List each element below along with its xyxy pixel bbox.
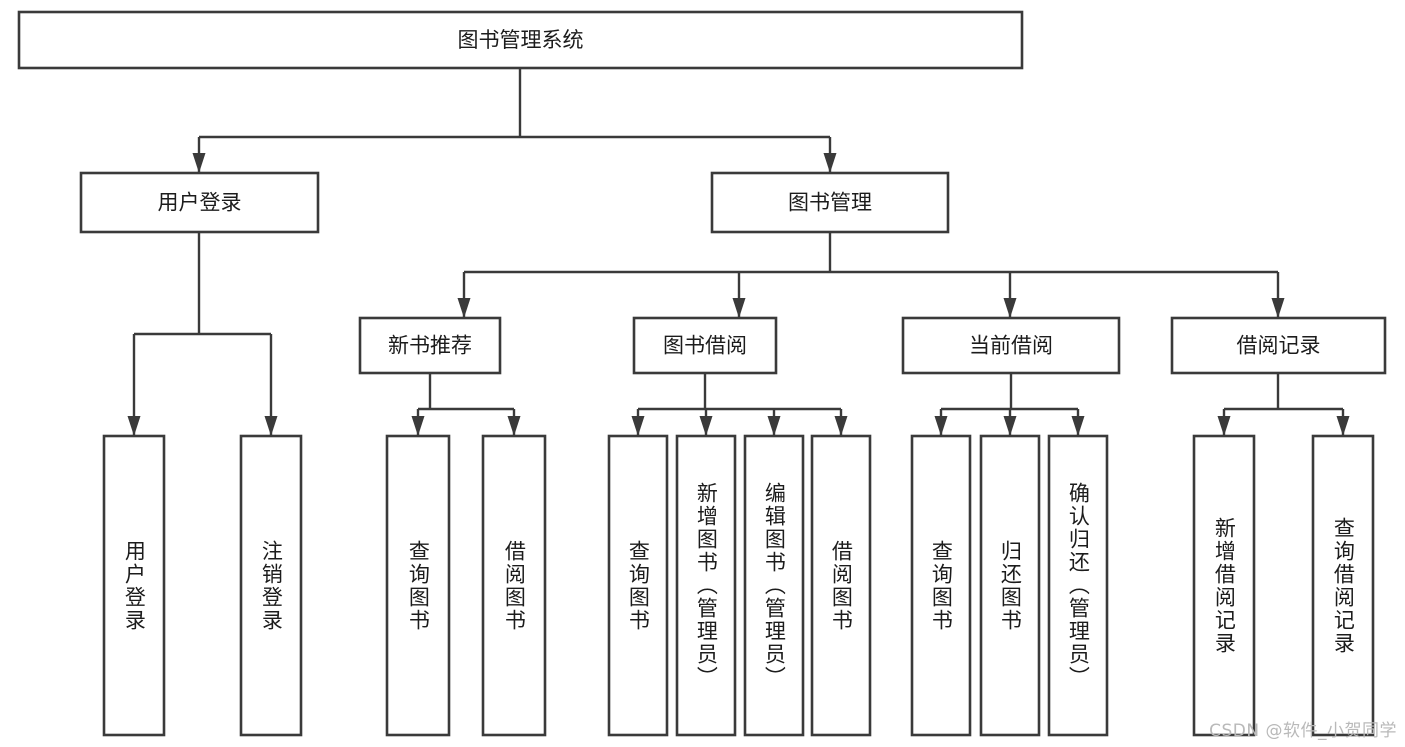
arrow-down-icon: [631, 416, 645, 436]
leaf-node-12-rect[interactable]: [1311, 434, 1375, 737]
leaf-node-2-rect[interactable]: [385, 434, 451, 737]
level3-node-2-rect[interactable]: [901, 316, 1121, 375]
arrow-down-icon: [934, 416, 948, 436]
level2-node-1[interactable]: 图书管理: [710, 171, 950, 234]
leaf-node-12[interactable]: [1311, 434, 1375, 737]
connector-group-0: [192, 68, 837, 173]
arrow-down-icon: [767, 416, 781, 436]
connector-group-2: [457, 232, 1285, 318]
level3-node-1[interactable]: 图书借阅: [632, 316, 778, 375]
connector-group-5: [934, 373, 1085, 436]
level3-node-0[interactable]: 新书推荐: [358, 316, 502, 375]
leaf-node-1-rect[interactable]: [239, 434, 303, 737]
leaf-node-7[interactable]: [810, 434, 872, 737]
leaf-node-9-rect[interactable]: [979, 434, 1041, 737]
arrow-down-icon: [834, 416, 848, 436]
leaf-node-8[interactable]: [910, 434, 972, 737]
leaf-node-0[interactable]: [102, 434, 166, 737]
level2-node-0[interactable]: 用户登录: [79, 171, 320, 234]
leaf-node-6[interactable]: [743, 434, 805, 737]
leaf-node-3[interactable]: [481, 434, 547, 737]
leaf-node-7-rect[interactable]: [810, 434, 872, 737]
leaf-node-9[interactable]: [979, 434, 1041, 737]
level3-node-1-label: 图书借阅: [663, 334, 747, 358]
leaf-node-5-rect[interactable]: [675, 434, 737, 737]
arrow-down-icon: [1071, 416, 1085, 436]
arrow-down-icon: [699, 416, 713, 436]
leaf-node-5[interactable]: [675, 434, 737, 737]
arrow-down-icon: [411, 416, 425, 436]
watermark-text: CSDN @软件_小贺同学: [1209, 721, 1397, 741]
level2-node-1-label: 图书管理: [788, 191, 872, 215]
root-node-tushuguanlixitong[interactable]: 图书管理系统: [17, 10, 1024, 70]
connector-group-3: [411, 373, 521, 436]
arrow-down-icon: [1217, 416, 1231, 436]
leaf-node-6-rect[interactable]: [743, 434, 805, 737]
root-node-tushuguanlixitong-label: 图书管理系统: [458, 28, 584, 52]
connector-group-1: [127, 232, 278, 436]
arrow-down-icon: [1336, 416, 1350, 436]
arrow-down-icon: [192, 153, 206, 173]
leaf-node-1[interactable]: [239, 434, 303, 737]
level3-node-1-rect[interactable]: [632, 316, 778, 375]
leaf-node-3-rect[interactable]: [481, 434, 547, 737]
level3-node-2[interactable]: 当前借阅: [901, 316, 1121, 375]
leaf-node-8-rect[interactable]: [910, 434, 972, 737]
root-node-tushuguanlixitong-rect[interactable]: [17, 10, 1024, 70]
arrow-down-icon: [457, 298, 471, 318]
connector-group-4: [631, 373, 848, 436]
leaf-node-10-rect[interactable]: [1047, 434, 1109, 737]
level3-node-2-label: 当前借阅: [969, 334, 1053, 358]
leaf-node-2[interactable]: [385, 434, 451, 737]
arrow-down-icon: [127, 416, 141, 436]
arrow-down-icon: [1003, 416, 1017, 436]
connector-group-6: [1217, 373, 1350, 436]
arrow-down-icon: [264, 416, 278, 436]
level2-node-1-rect[interactable]: [710, 171, 950, 234]
level2-node-0-label: 用户登录: [158, 191, 242, 215]
level3-node-3[interactable]: 借阅记录: [1170, 316, 1387, 375]
leaf-node-0-rect[interactable]: [102, 434, 166, 737]
leaf-node-4-rect[interactable]: [607, 434, 669, 737]
arrow-down-icon: [507, 416, 521, 436]
arrow-down-icon: [1003, 298, 1017, 318]
leaf-node-11-rect[interactable]: [1192, 434, 1256, 737]
level3-node-3-label: 借阅记录: [1237, 334, 1321, 358]
level3-node-0-rect[interactable]: [358, 316, 502, 375]
arrow-down-icon: [823, 153, 837, 173]
level2-node-0-rect[interactable]: [79, 171, 320, 234]
level3-node-0-label: 新书推荐: [388, 334, 472, 358]
leaf-node-10[interactable]: [1047, 434, 1109, 737]
leaf-node-11[interactable]: [1192, 434, 1256, 737]
arrow-down-icon: [1271, 298, 1285, 318]
leaf-node-4[interactable]: [607, 434, 669, 737]
level3-node-3-rect[interactable]: [1170, 316, 1387, 375]
arrow-down-icon: [732, 298, 746, 318]
